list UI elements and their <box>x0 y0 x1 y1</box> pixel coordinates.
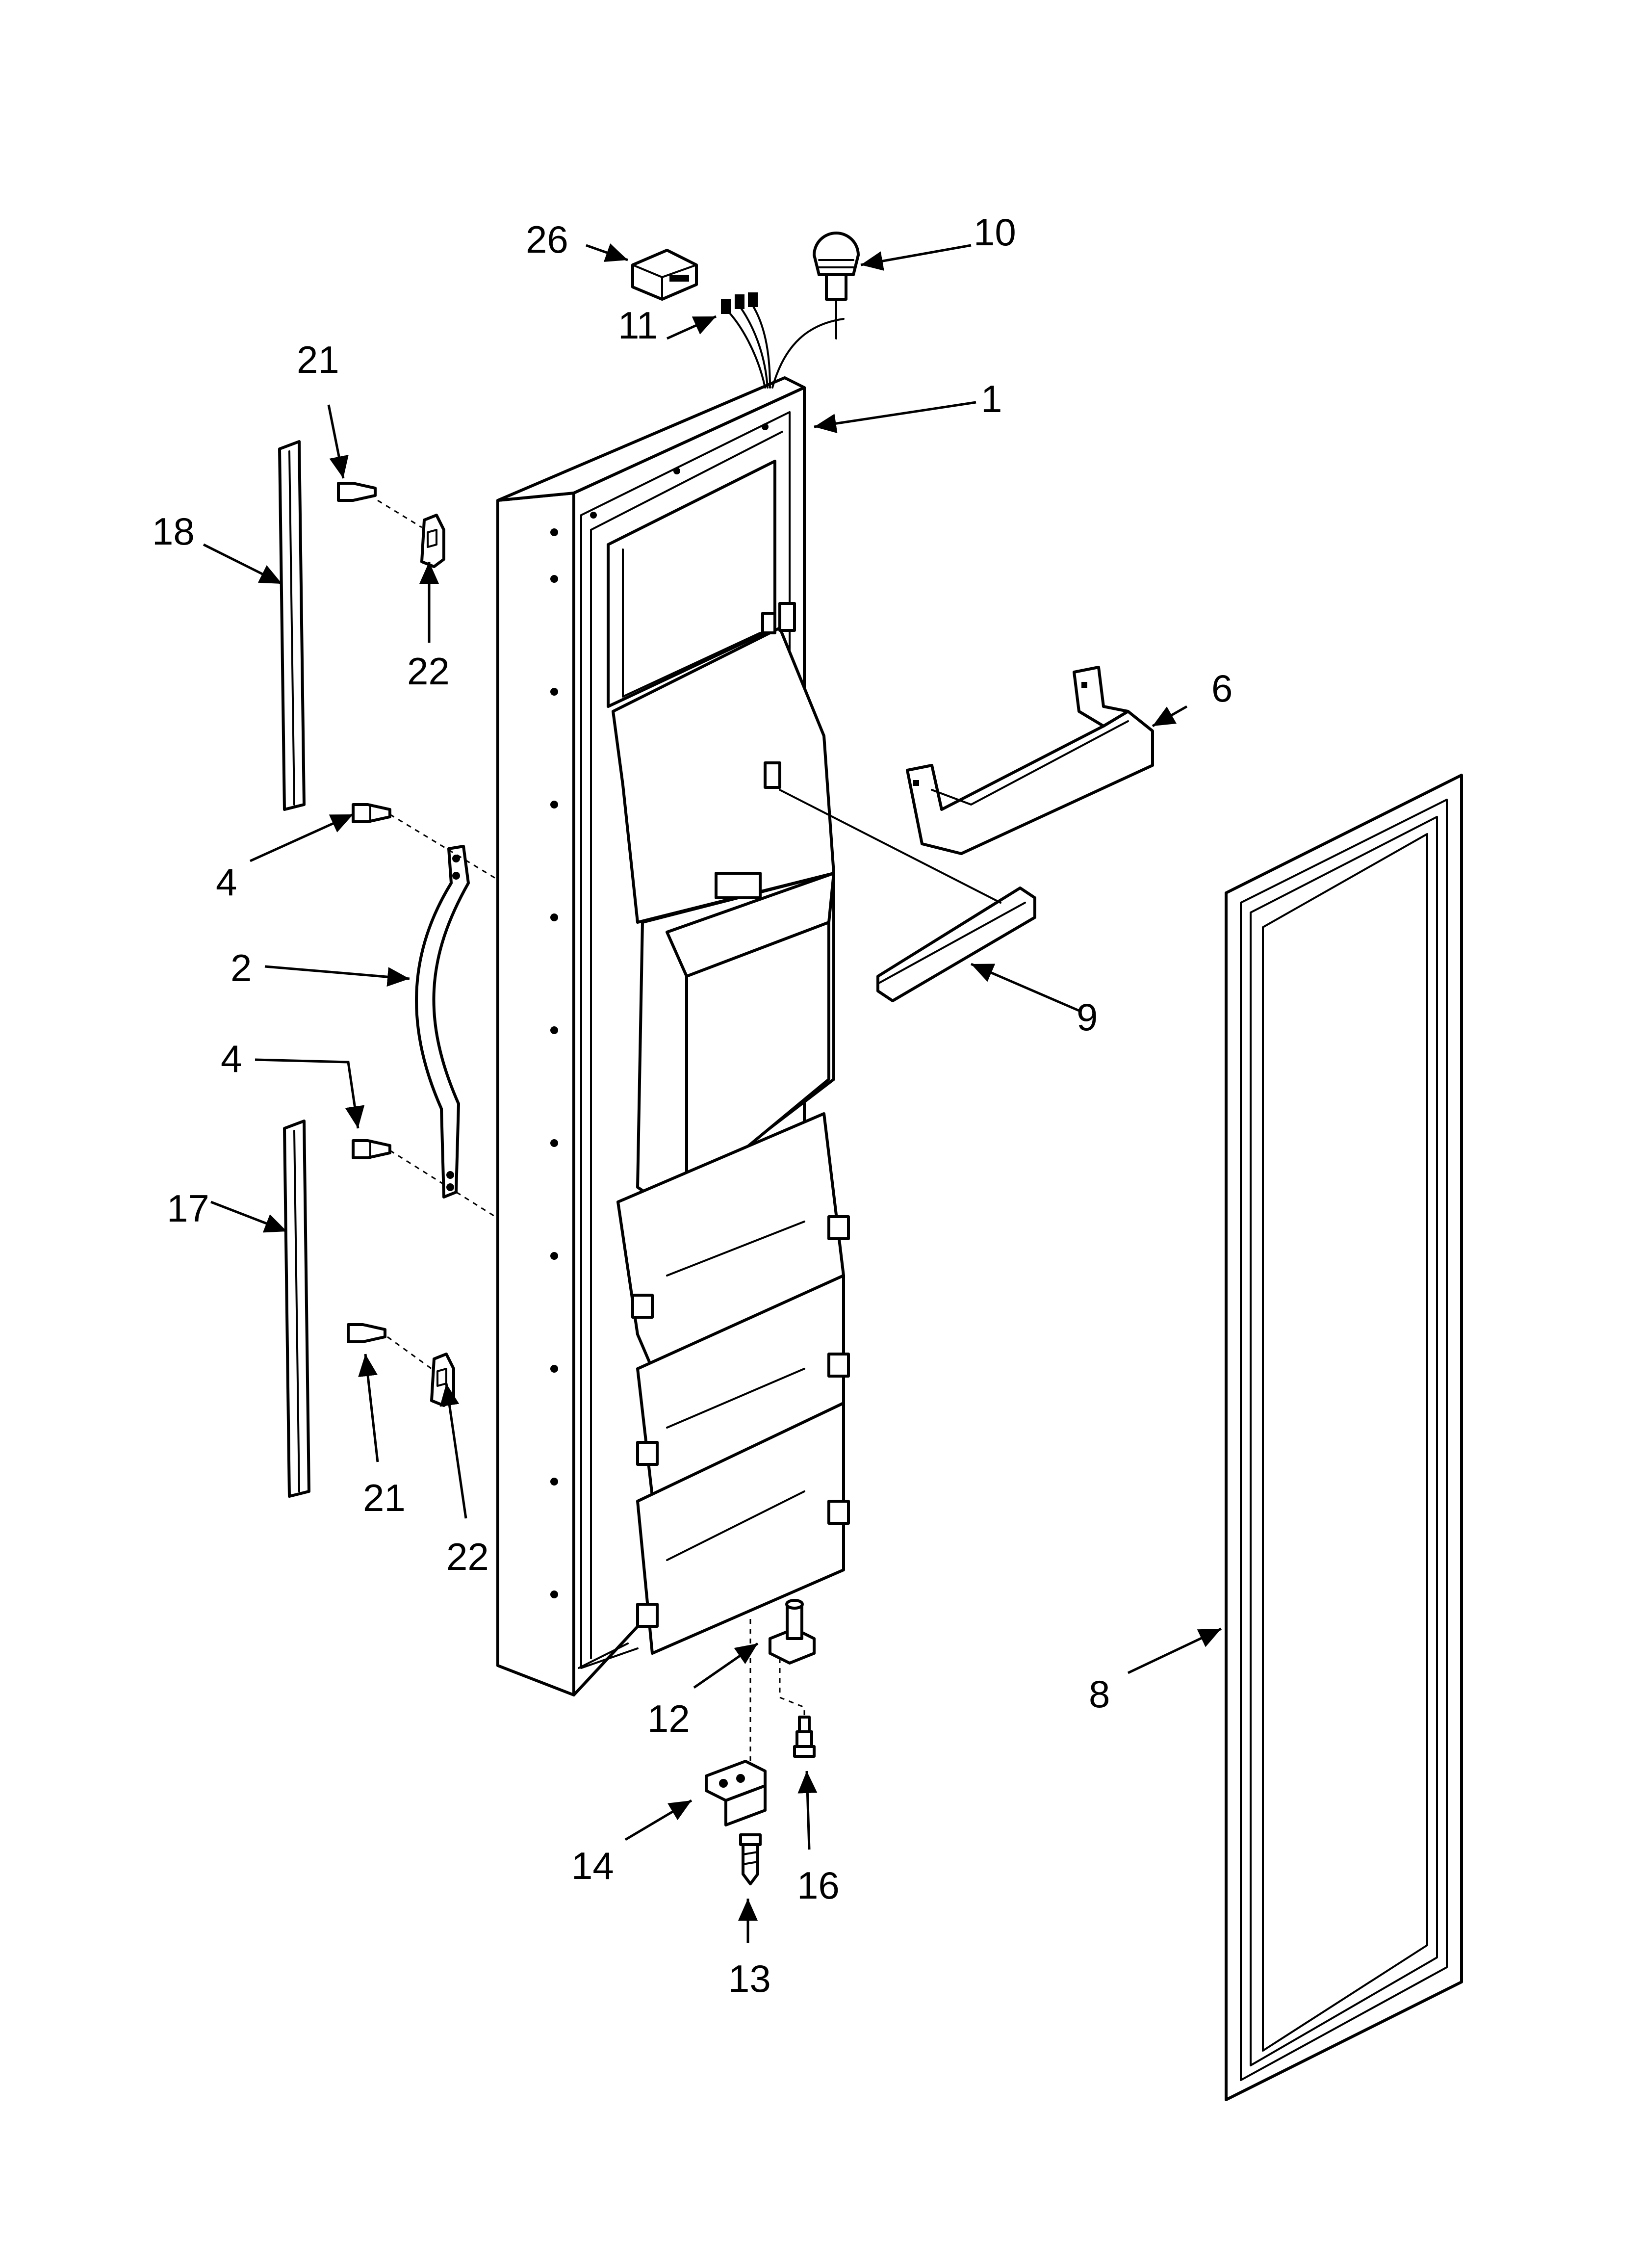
wire-connector <box>631 249 698 301</box>
callout-18: 18 <box>152 510 195 553</box>
callout-8: 8 <box>1089 1672 1110 1716</box>
shelf-rail <box>764 761 1036 1002</box>
hinge-bracket <box>705 1760 767 1826</box>
hinge-screw-13 <box>739 1833 762 1885</box>
trim-strip-upper <box>278 440 306 811</box>
hinge-screw-16 <box>793 1716 816 1758</box>
door-handle <box>415 845 470 1199</box>
light-socket <box>813 232 860 339</box>
callout-labels: 26 10 11 1 21 18 22 6 4 2 4 9 17 21 22 8… <box>152 210 1232 2000</box>
callout-11: 11 <box>618 304 658 347</box>
callout-10: 10 <box>974 210 1016 254</box>
callout-21-upper: 21 <box>297 338 339 381</box>
screw-21-upper <box>337 482 377 502</box>
callout-2: 2 <box>231 946 252 990</box>
door-screw-holes <box>550 423 769 1598</box>
callout-14: 14 <box>571 1844 614 1887</box>
door-gasket <box>1225 774 1463 2101</box>
wire-harness <box>721 292 845 389</box>
clip-22-lower <box>430 1353 455 1407</box>
trim-strip-lower <box>283 1120 310 1498</box>
leader-lines <box>203 243 1222 1943</box>
hinge-bushing <box>769 1599 816 1665</box>
callout-9: 9 <box>1077 995 1098 1039</box>
callout-6: 6 <box>1211 667 1232 710</box>
callout-1: 1 <box>981 377 1002 420</box>
callout-22-lower: 22 <box>446 1535 489 1578</box>
callout-26: 26 <box>526 218 568 261</box>
clip-22-upper <box>420 514 445 568</box>
door-bin <box>906 666 1154 855</box>
callout-13: 13 <box>728 1957 771 2000</box>
screw-21-lower <box>347 1323 386 1343</box>
callout-4-lower: 4 <box>221 1037 242 1080</box>
callout-17: 17 <box>167 1187 209 1230</box>
callout-12: 12 <box>647 1697 690 1740</box>
screw-4-upper <box>352 803 391 823</box>
door-shelves <box>616 1112 850 1655</box>
callout-21-lower: 21 <box>363 1476 406 1519</box>
callout-16: 16 <box>797 1864 840 1907</box>
callout-22-upper: 22 <box>407 650 450 693</box>
callout-4-upper: 4 <box>216 860 237 904</box>
door-assembly <box>496 376 850 1696</box>
screw-4-lower <box>352 1139 391 1159</box>
